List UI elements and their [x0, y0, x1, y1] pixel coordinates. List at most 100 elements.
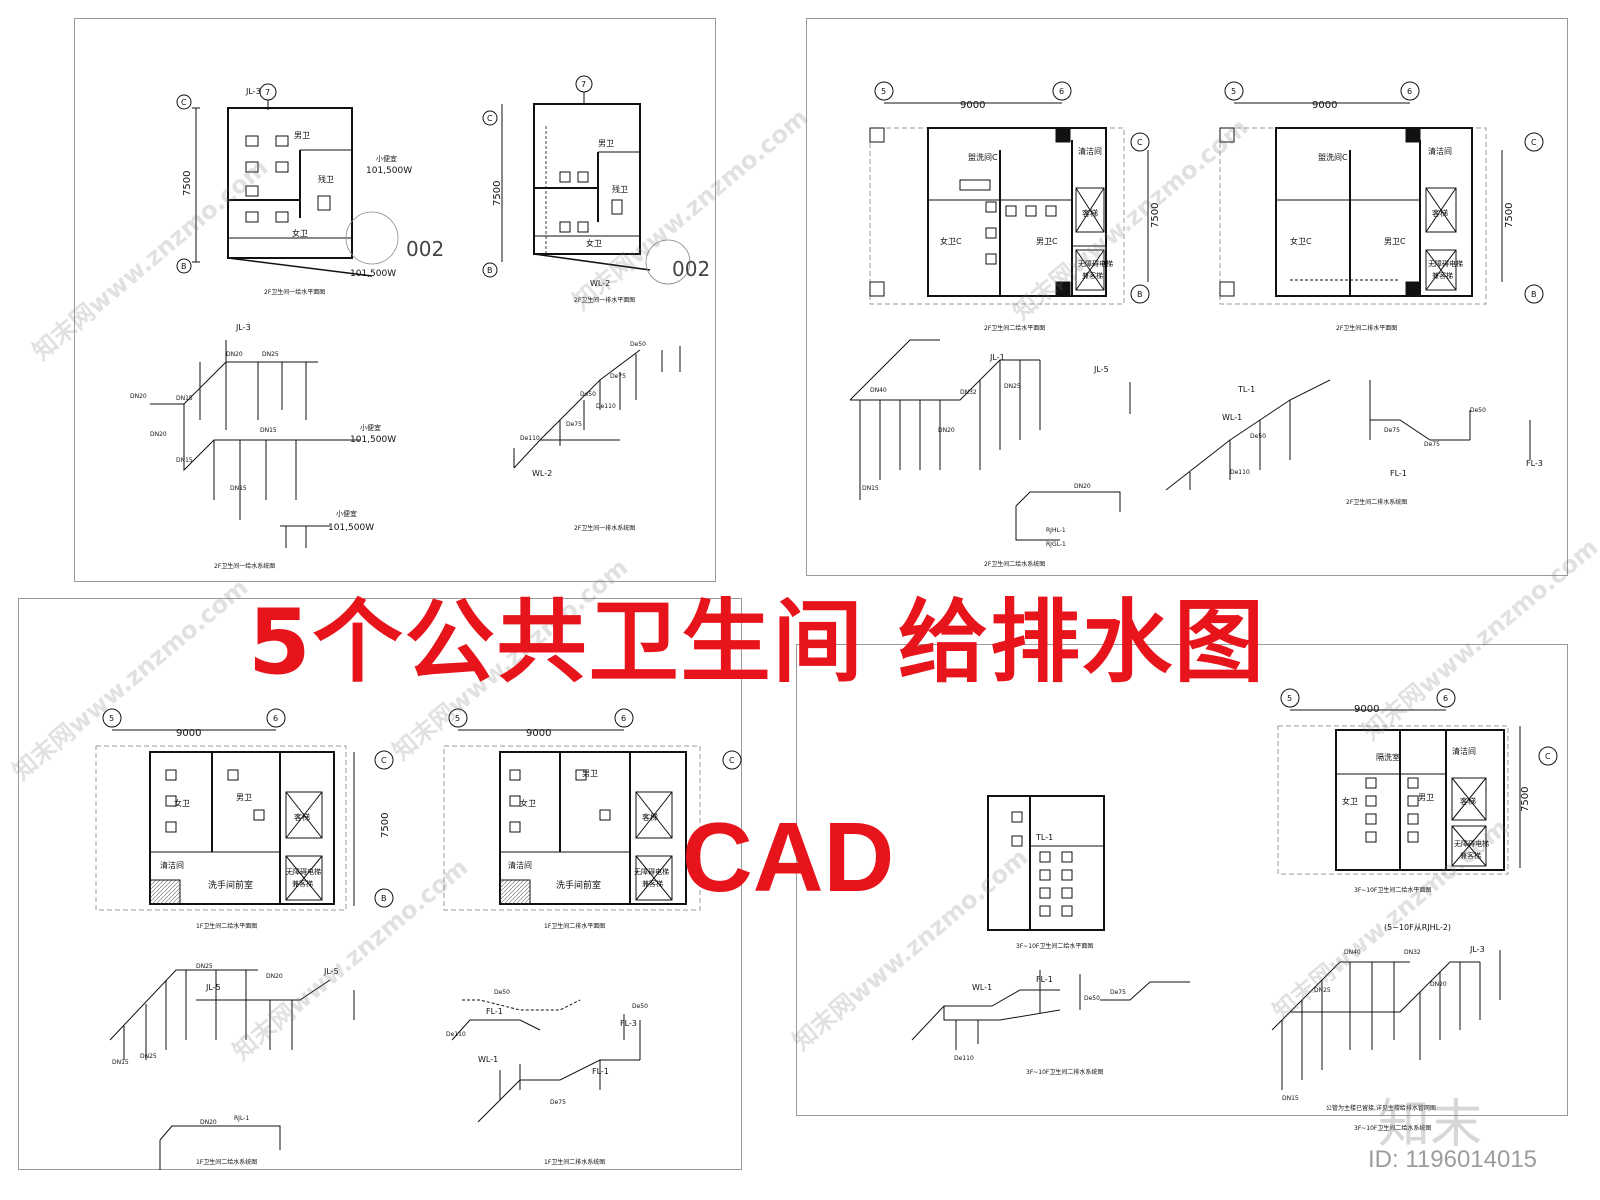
d2-grid-b: B [487, 266, 493, 275]
d8-grid-b: 6 [1443, 694, 1448, 703]
d3-room-3: 男卫C [1036, 237, 1058, 246]
d4-system-title: 2F卫生间二排水系统图 [1346, 498, 1407, 506]
d1-pipe-4: DN15 [176, 457, 193, 464]
d1-system-title: 2F卫生间一给水系统图 [214, 562, 275, 570]
grid-bubble-b [176, 258, 192, 274]
d6-grid-b: 6 [621, 714, 626, 723]
d1-ref: 002 [406, 237, 444, 261]
grid-bubble-c [176, 94, 192, 110]
d3-grid-c: C [1137, 138, 1143, 147]
d8-dim-h: 7500 [1520, 787, 1531, 812]
d3-pipe-5: DN20 [1074, 483, 1091, 490]
d4-pipe-3: De50 [1470, 407, 1486, 414]
d3-dim-h: 7500 [1150, 203, 1161, 228]
d4-grid-d: B [1531, 290, 1537, 299]
d8-dim-w: 9000 [1354, 704, 1379, 715]
plan-d7 [987, 795, 1105, 931]
d3-riser-0: JL-1 [989, 353, 1005, 362]
d6-grid-c: C [729, 756, 735, 765]
d8-pipe-3: DN20 [1430, 981, 1447, 988]
d6-room-6: 兼客梯 [642, 879, 663, 888]
d8-pipe-2: DN25 [1314, 987, 1331, 994]
d2-room-men: 男卫 [598, 139, 614, 148]
d5-pipe-3: DN25 [140, 1053, 157, 1060]
plan-d5 [95, 708, 394, 911]
d5-riser-1: JL-5 [323, 967, 339, 976]
d8-pipe-4: DN15 [1282, 1095, 1299, 1102]
d5-pipe-2: DN15 [112, 1059, 129, 1066]
system-d6 [451, 999, 641, 1123]
d8-room-6: 兼客梯 [1460, 851, 1481, 860]
d2-pipe-1: De75 [610, 373, 626, 380]
headline-title: 5个公共卫生间 给排水图 [248, 590, 1266, 695]
d3-grid-a: 5 [881, 87, 886, 96]
d1-room-acc: 残卫 [318, 174, 334, 184]
d6-room-4: 客梯 [642, 812, 658, 822]
d2-room-women: 女卫 [586, 238, 602, 248]
d5-grid-b: 6 [273, 714, 278, 723]
d8-room-2: 女卫 [1342, 796, 1358, 806]
d6-room-0: 女卫 [520, 798, 536, 808]
d8-room-3: 男卫 [1418, 793, 1434, 802]
d6-grid-a: 5 [455, 714, 460, 723]
d6-room-2: 清洁间 [508, 860, 532, 870]
d2-grid-c: C [487, 114, 493, 123]
d8-riser-0: JL-3 [1469, 945, 1485, 954]
d6-pipe-2: De75 [550, 1099, 566, 1106]
d4-pipe-2: De110 [1230, 469, 1250, 476]
system-d1 [150, 340, 360, 548]
d2-grid-top: 7 [581, 80, 586, 89]
d4-room-6: 兼客梯 [1432, 271, 1453, 280]
d3-pipe-0: DN40 [870, 387, 887, 394]
d6-pipe-1: De110 [446, 1031, 466, 1038]
d1-pipe-2: DN25 [262, 351, 279, 358]
d4-room-0: 盥洗间C [1318, 152, 1348, 162]
d1-pipe-5: DN15 [230, 485, 247, 492]
d8-grid-c: C [1545, 752, 1551, 761]
d3-riser-1: JL-5 [1093, 365, 1109, 374]
d2-dim: 7500 [492, 181, 503, 206]
brand-mark: 知末 [1378, 1095, 1483, 1155]
d6-pipe-3: De50 [632, 1003, 648, 1010]
d5-dim-h: 7500 [380, 813, 391, 838]
d8-room-5: 无障碍电梯 [1454, 839, 1489, 848]
d5-pipe-0: DN25 [196, 963, 213, 970]
d7-riser-1: FL-1 [1036, 975, 1053, 984]
d2-pipe-2: De110 [596, 403, 616, 410]
d4-riser-2: FL-1 [1390, 469, 1407, 478]
d8-grid-a: 5 [1287, 694, 1292, 703]
d5-plan-title: 1F卫生间二给水平面图 [196, 922, 257, 930]
d5-grid-a: 5 [109, 714, 114, 723]
d8-note: 公管为主楼已留接,详见主楼给排水管网图 [1326, 1104, 1436, 1112]
d4-dim-w: 9000 [1312, 100, 1337, 111]
d7-system-title: 3F~10F卫生间二排水系统图 [1026, 1068, 1103, 1076]
system-d3 [849, 339, 1131, 541]
d3-riser-2: RJHL-1 [1046, 527, 1066, 534]
d1-sys-note: 小便宜 [360, 423, 381, 432]
d4-pipe-4: De75 [1424, 441, 1440, 448]
d1-pipe-0: DN20 [226, 351, 243, 358]
d7-riser-2: WL-1 [972, 983, 992, 992]
d3-grid-b: 6 [1059, 87, 1064, 96]
d3-dim-w: 9000 [960, 100, 985, 111]
d3-grid-d: B [1137, 290, 1143, 299]
d2-riser: WL-2 [590, 279, 610, 288]
d4-room-1: 清洁间 [1428, 146, 1452, 156]
d2-plan-title: 2F卫生间一排水平面图 [574, 296, 635, 304]
d3-room-1: 清洁间 [1078, 146, 1102, 156]
d4-room-4: 客梯 [1432, 208, 1448, 218]
d1-dim: 7500 [182, 171, 193, 196]
d5-room-5: 无障碍电梯 [286, 867, 321, 876]
d5-dim-w: 9000 [176, 728, 201, 739]
d2-pipe-4: De110 [520, 435, 540, 442]
d2-pipe-3: De50 [580, 391, 596, 398]
d6-riser-3: FL-1 [592, 1067, 609, 1076]
d8-system-title: 3F~10F卫生间二给水系统图 [1354, 1124, 1431, 1132]
image-id: ID: 1196014015 [1368, 1146, 1538, 1173]
d1-plan-title: 2F卫生间一给水平面图 [264, 288, 325, 296]
d5-room-2: 清洁间 [160, 860, 184, 870]
d3-riser-3: RJGL-1 [1046, 541, 1066, 548]
plan-d6 [443, 708, 742, 911]
d5-room-1: 男卫 [236, 793, 252, 802]
